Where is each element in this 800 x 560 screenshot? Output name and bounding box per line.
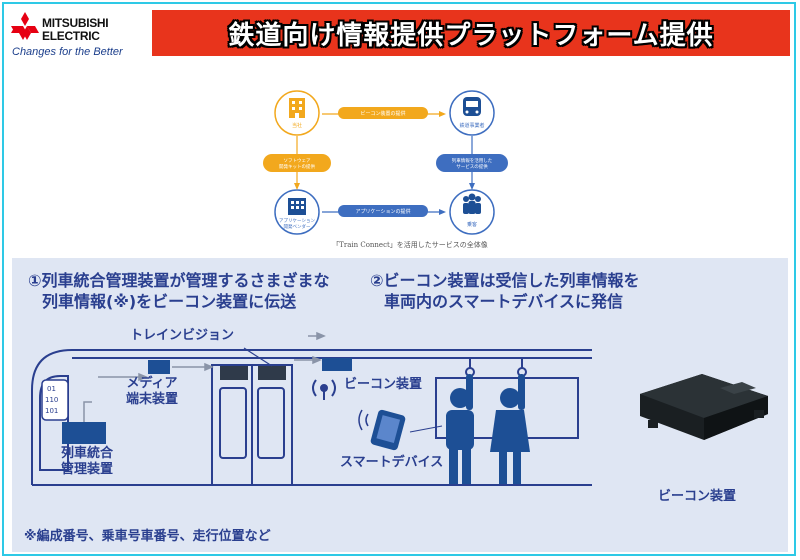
company-node: 当社 (274, 90, 320, 136)
node-app-vendor-label-2: 開発ベンダー (284, 223, 311, 230)
edge-app-provision: アプリケーションの提供 (322, 205, 446, 217)
office-building-icon (288, 198, 306, 215)
train-car-illustration: 01 110 101 (31, 331, 768, 486)
description-step-2-line-2: 車両内のスマートデバイスに発信 (384, 292, 624, 311)
label-beacon-photo: ビーコン装置 (658, 489, 737, 504)
label-train-vision: トレインビジョン (130, 328, 235, 343)
edge-beacon-provision: ビーコン装置の提供 (322, 107, 446, 119)
node-app-vendor-label-1: アプリケーション (279, 217, 315, 224)
beacon-unit (322, 358, 352, 371)
railway-node: 鉄道事業者 (449, 90, 495, 136)
media-terminal-unit (148, 360, 170, 374)
binary-line-1: 01 (47, 385, 56, 393)
binary-data-icon: 01 110 101 (41, 379, 69, 421)
edge-sdk-label-2: 開発キットの提供 (279, 163, 315, 170)
train-icon (463, 97, 481, 116)
diamond-logo-icon (11, 12, 39, 40)
description-step-1-line-2: 列車情報(※)をビーコン装置に伝送 (42, 292, 297, 311)
label-tcms: 列車統合 管理装置 (55, 446, 119, 478)
page-title: 鉄道向け情報提供プラットフォーム提供 (228, 20, 714, 51)
passenger-node: 乗客 (449, 189, 495, 235)
label-beacon: ビーコン装置 (344, 377, 423, 392)
edge-sdk-provision: ソフトウェア 開発キットの提供 (263, 136, 331, 190)
edge-beacon-provision-label: ビーコン装置の提供 (360, 110, 405, 117)
smartphone-icon (358, 409, 443, 451)
service-overview-diagram: 当社 鉄道事業者 アプリケーション 開発ベンダー 乗客 (263, 90, 508, 235)
label-media-terminal-line-2: 端末装置 (125, 392, 178, 407)
train-vision-displays (220, 347, 286, 380)
label-tcms-line-1: 列車統合 (60, 446, 113, 461)
description-step-2: ②ビーコン装置は受信した列車情報を 車両内のスマートデバイスに発信 (370, 270, 640, 312)
diagram-caption: 「Train Connect」を活用したサービスの全体像 (332, 241, 488, 249)
binary-line-2: 110 (45, 396, 58, 404)
title-bar: 鉄道向け情報提供プラットフォーム提供 (152, 10, 790, 56)
wireless-signal-icon (312, 379, 336, 400)
cab-window (39, 375, 69, 471)
node-passenger-label: 乗客 (467, 221, 477, 228)
people-icon (463, 193, 481, 214)
edge-service-label-2: サービスの提供 (456, 163, 488, 170)
label-smart-device: スマートデバイス (340, 455, 444, 470)
car-door (211, 364, 293, 486)
beacon-device-photo (640, 374, 768, 440)
description-step-2-line-1: ②ビーコン装置は受信した列車情報を (370, 271, 640, 290)
label-media-terminal-line-1: メディア (126, 376, 178, 391)
hand-straps (465, 358, 527, 377)
building-icon (289, 98, 305, 118)
data-flow-arrows (83, 331, 326, 422)
description-step-1-line-1: ①列車統合管理装置が管理するさまざまな (28, 271, 330, 290)
logo-tagline: Changes for the Better (12, 46, 123, 58)
footnote: ※編成番号、乗車号車番号、走行位置など (24, 529, 271, 544)
binary-line-3: 101 (45, 407, 58, 415)
tcms-unit (62, 422, 106, 444)
passenger-woman-icon (490, 374, 530, 484)
edge-service-label-1: 列車情報を活用した (452, 157, 493, 164)
logo-text-mitsubishi: MITSUBISHI (42, 16, 109, 30)
label-media-terminal: メディア 端末装置 (122, 376, 182, 408)
description-step-1: ①列車統合管理装置が管理するさまざまな 列車情報(※)をビーコン装置に伝送 (28, 270, 330, 312)
edge-sdk-label-1: ソフトウェア (284, 157, 311, 164)
passenger-man-icon (446, 374, 474, 484)
node-company-label: 当社 (292, 122, 302, 129)
edge-service-provision: 列車情報を活用した サービスの提供 (436, 136, 508, 190)
edge-app-provision-label: アプリケーションの提供 (356, 208, 411, 215)
node-railway-label: 鉄道事業者 (459, 122, 484, 129)
label-tcms-line-2: 管理装置 (60, 462, 113, 477)
logo-text-electric: ELECTRIC (42, 29, 100, 43)
app-vendor-node: アプリケーション 開発ベンダー (274, 189, 320, 235)
